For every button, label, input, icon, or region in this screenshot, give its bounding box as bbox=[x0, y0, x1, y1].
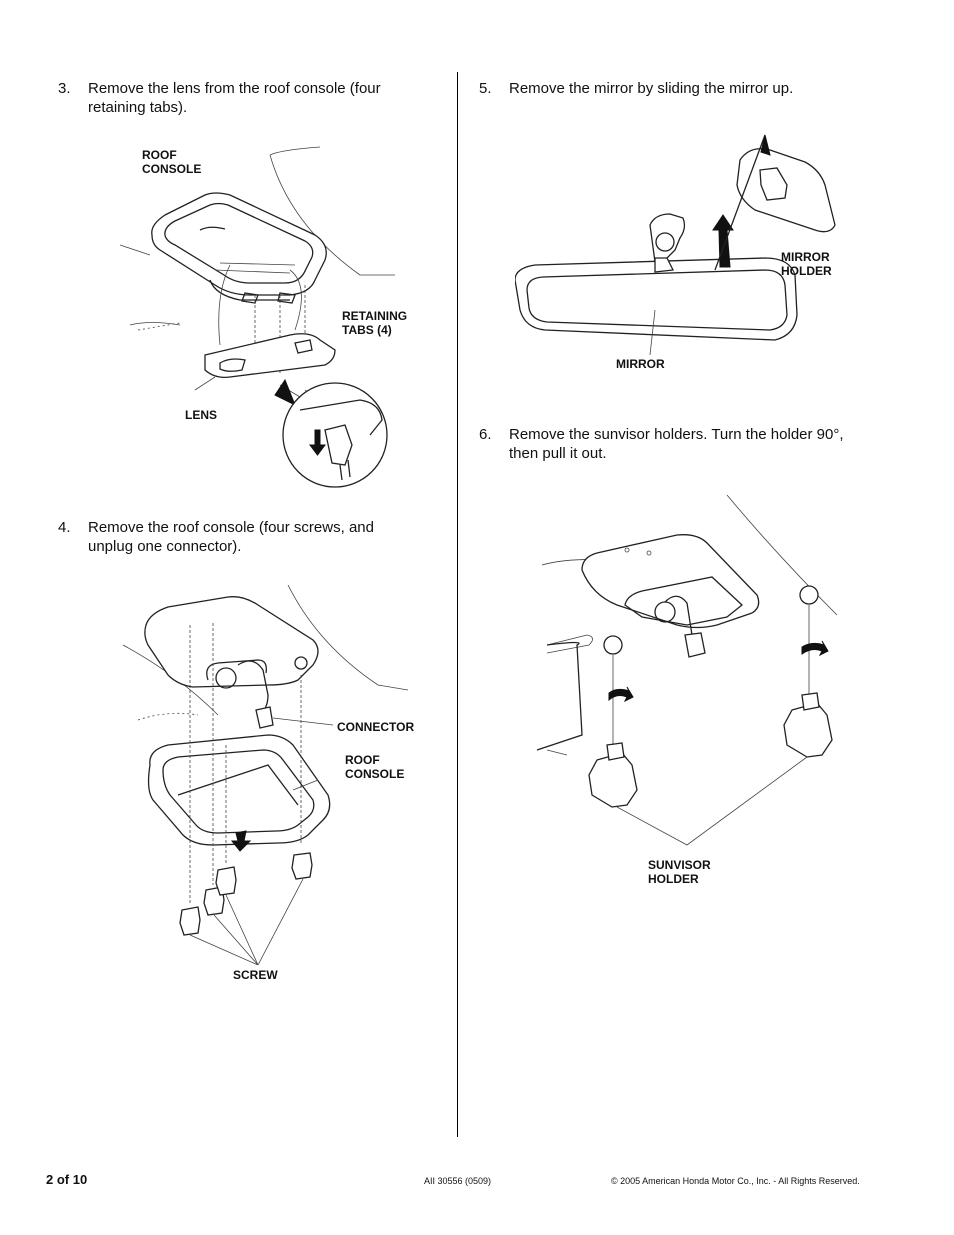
copyright: © 2005 American Honda Motor Co., Inc. - … bbox=[611, 1176, 860, 1186]
label-roof-console: ROOF CONSOLE bbox=[345, 753, 405, 781]
label-retaining-tabs: RETAINING TABS (4) bbox=[342, 309, 408, 337]
label-roof-console: ROOF CONSOLE bbox=[142, 148, 202, 176]
step-number: 4. bbox=[58, 519, 71, 536]
step-text: Remove the lens from the roof console (f… bbox=[88, 80, 381, 116]
step-text: Remove the mirror by sliding the mirror … bbox=[509, 80, 794, 97]
step-number: 5. bbox=[479, 80, 492, 97]
step-number: 3. bbox=[58, 80, 71, 97]
label-sunvisor-holder: SUNVISOR HOLDER bbox=[648, 858, 711, 886]
step-text: Remove the roof console (four screws, an… bbox=[88, 519, 374, 555]
label-mirror-holder: MIRROR HOLDER bbox=[781, 250, 832, 278]
sunvisor-holder-removal-illustration bbox=[527, 495, 839, 855]
document-id: AII 30556 (0509) bbox=[424, 1176, 492, 1186]
label-screw: SCREW bbox=[233, 968, 278, 982]
column-divider bbox=[457, 72, 458, 1137]
label-lens: LENS bbox=[185, 408, 218, 422]
lens-removal-illustration bbox=[120, 145, 420, 495]
step-number: 6. bbox=[479, 426, 492, 443]
roof-console-removal-illustration bbox=[118, 585, 418, 965]
label-mirror: MIRROR bbox=[616, 357, 665, 371]
mirror-removal-illustration bbox=[515, 130, 845, 360]
step-text: Remove the sunvisor holders. Turn the ho… bbox=[509, 426, 844, 462]
page-number: 2 of 10 bbox=[46, 1172, 88, 1187]
label-connector: CONNECTOR bbox=[337, 720, 415, 734]
